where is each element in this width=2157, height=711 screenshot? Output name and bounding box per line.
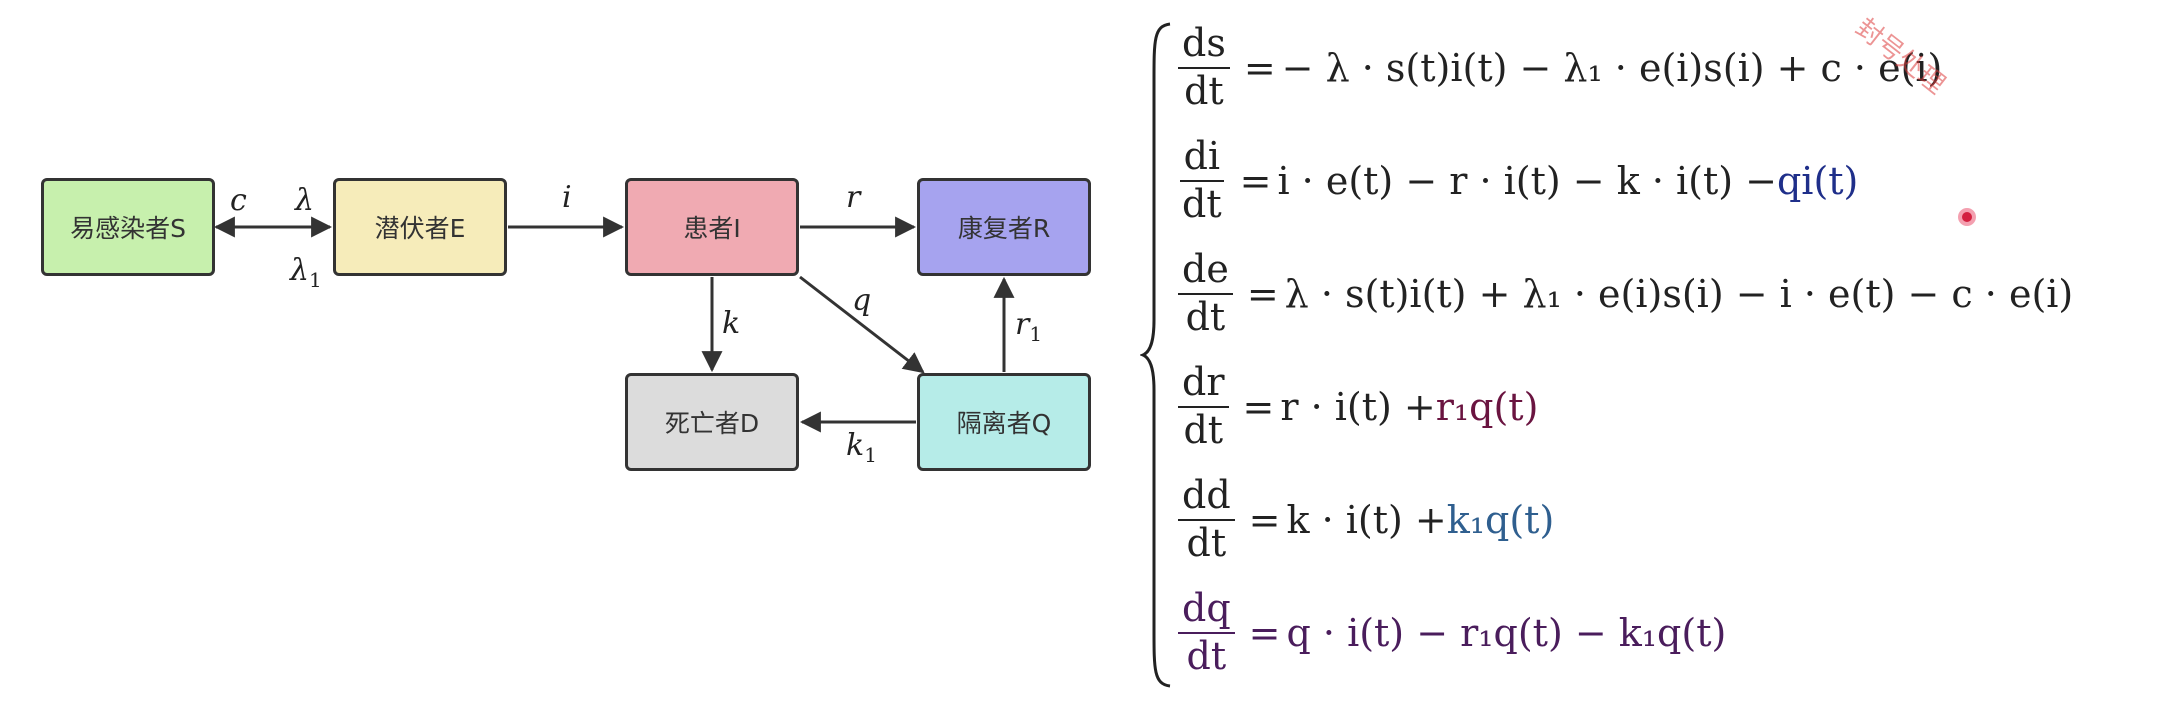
rhs: − λ · s(t)i(t) − λ₁ · e(i)s(i) + c · e(i… bbox=[1281, 46, 1943, 90]
fraction-dq-dt: dq dt bbox=[1178, 588, 1235, 678]
equation-dr-dt: dr dt = r · i(t) + r₁q(t) bbox=[1178, 357, 2148, 457]
box-quarantined: 隔离者Q bbox=[917, 373, 1091, 471]
equation-dd-dt: dd dt = k · i(t) + k₁q(t) bbox=[1178, 470, 2148, 570]
numerator: de bbox=[1178, 249, 1233, 295]
pointer-indicator bbox=[1958, 208, 1976, 226]
denominator: dt bbox=[1183, 408, 1224, 452]
rate-lambda1-sub: 1 bbox=[309, 268, 322, 292]
rate-q: q bbox=[852, 283, 871, 318]
rate-k1: k1 bbox=[846, 428, 877, 467]
equation-di-dt: di dt = i · e(t) − r · i(t) − k · i(t) −… bbox=[1178, 131, 2148, 231]
rate-k1-sub: 1 bbox=[864, 443, 877, 467]
numerator: dr bbox=[1178, 362, 1229, 408]
rate-i: i bbox=[562, 180, 572, 215]
rate-k: k bbox=[722, 306, 740, 341]
numerator: dd bbox=[1178, 475, 1235, 521]
rate-k1-base: k bbox=[846, 428, 864, 463]
denominator: dt bbox=[1182, 182, 1222, 226]
denominator: dt bbox=[1186, 521, 1227, 565]
fraction-di-dt: di dt bbox=[1178, 136, 1226, 226]
denominator: dt bbox=[1184, 69, 1224, 113]
rhs: i · e(t) − r · i(t) − k · i(t) − bbox=[1277, 159, 1777, 203]
rate-lambda1: λ1 bbox=[289, 253, 322, 292]
box-recovered: 康复者R bbox=[917, 178, 1091, 276]
denominator: dt bbox=[1186, 634, 1227, 678]
box-infected: 患者I bbox=[625, 178, 799, 276]
rhs: q · i(t) − r₁q(t) − k₁q(t) bbox=[1286, 611, 1727, 655]
rhs: λ · s(t)i(t) + λ₁ · e(i)s(i) − i · e(t) … bbox=[1284, 272, 2074, 316]
equation-dq-dt: dq dt = q · i(t) − r₁q(t) − k₁q(t) bbox=[1178, 583, 2148, 683]
rate-lambda: λ bbox=[294, 183, 314, 218]
arrow-i-q bbox=[799, 275, 925, 374]
rhs-quarantine-term: r₁q(t) bbox=[1435, 385, 1539, 429]
box-exposed: 潜伏者E bbox=[333, 178, 507, 276]
denominator: dt bbox=[1185, 295, 1226, 339]
rate-r1-sub: 1 bbox=[1029, 322, 1042, 346]
equation-de-dt: de dt = λ · s(t)i(t) + λ₁ · e(i)s(i) − i… bbox=[1178, 244, 2148, 344]
equation-ds-dt: ds dt = − λ · s(t)i(t) − λ₁ · e(i)s(i) +… bbox=[1178, 18, 2148, 118]
rate-r1: r1 bbox=[1015, 307, 1042, 346]
rhs: k · i(t) + bbox=[1286, 498, 1447, 542]
rhs: r · i(t) + bbox=[1280, 385, 1436, 429]
equals-sign: = bbox=[1242, 385, 1275, 429]
rate-r: r bbox=[846, 180, 862, 215]
equals-sign: = bbox=[1248, 611, 1281, 655]
fraction-de-dt: de dt bbox=[1178, 249, 1233, 339]
fraction-dr-dt: dr dt bbox=[1178, 362, 1229, 452]
numerator: ds bbox=[1178, 23, 1230, 69]
equals-sign: = bbox=[1243, 46, 1276, 90]
equals-sign: = bbox=[1239, 159, 1272, 203]
equals-sign: = bbox=[1246, 272, 1279, 316]
rate-c: c bbox=[230, 183, 247, 218]
fraction-dd-dt: dd dt bbox=[1178, 475, 1235, 565]
system-brace bbox=[1140, 22, 1171, 688]
numerator: di bbox=[1179, 136, 1225, 182]
rate-r1-base: r bbox=[1015, 307, 1031, 342]
rhs-quarantine-term: qi(t) bbox=[1776, 159, 1859, 203]
rhs-quarantine-term: k₁q(t) bbox=[1446, 498, 1555, 542]
equals-sign: = bbox=[1248, 498, 1281, 542]
box-dead: 死亡者D bbox=[625, 373, 799, 471]
numerator: dq bbox=[1178, 588, 1235, 634]
fraction-ds-dt: ds dt bbox=[1178, 23, 1230, 113]
box-susceptible: 易感染者S bbox=[41, 178, 215, 276]
rate-lambda1-base: λ bbox=[289, 253, 309, 288]
